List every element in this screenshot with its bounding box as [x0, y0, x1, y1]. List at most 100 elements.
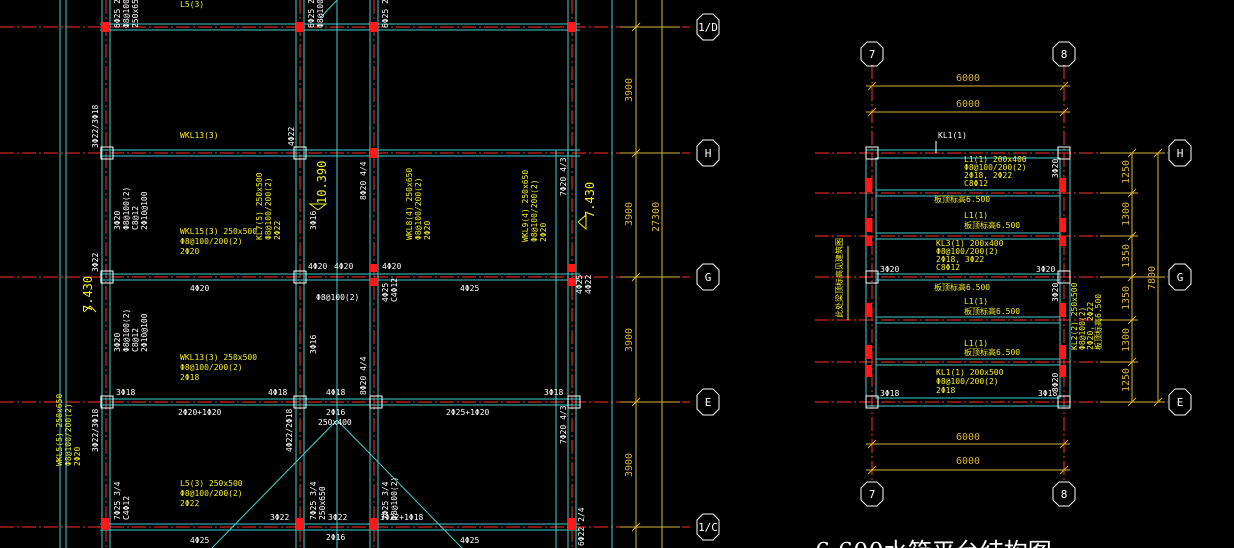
- beam-label-kl1-bottom: KL1(1) 200x500: [936, 368, 1004, 377]
- rebar-label: 3Φ22/3Φ18: [91, 408, 100, 452]
- rebar-label: 4Φ20: [382, 262, 401, 271]
- level-marker-7430-right: 7.430: [577, 182, 597, 231]
- dimension-3900-c: 3900: [624, 328, 635, 352]
- rebar-label: 3Φ22: [270, 513, 289, 522]
- rebar-label: 4Φ25: [575, 275, 584, 294]
- beam-label-wkl13-bottom-stirrup: Φ8@100/200(2): [180, 363, 243, 372]
- slab-level-label: 板顶标高6.500: [964, 220, 1020, 230]
- beam-label-kl3-stirrup: Φ8@100/200(2): [936, 247, 999, 256]
- rebar-label: 2Φ16: [326, 533, 345, 542]
- rebar-label: C8@12: [131, 206, 140, 230]
- rebar-label: Φ8@100(2): [122, 309, 131, 352]
- beam-label-l5: L5(3): [180, 0, 204, 9]
- beam-label-wkl13-bottom-bars: 2Φ18: [180, 373, 199, 382]
- rebar-label: 3Φ18: [116, 388, 135, 397]
- level-marker-10390: 10.390: [308, 161, 329, 211]
- rebar-label: 3Φ20: [1051, 159, 1060, 178]
- grid-label-g: G: [705, 271, 712, 284]
- grid-label-1c: 1/C: [698, 521, 718, 534]
- grid-label-8-bottom: 8: [1061, 488, 1068, 501]
- beam-top-level-note: 此处梁顶标高见建筑图: [834, 238, 844, 318]
- rebar-label: 4Φ20: [334, 262, 353, 271]
- dimension-right-1300b: 1300: [1121, 328, 1132, 352]
- left-beams: [59, 0, 613, 548]
- slab-level-label: 板顶标高6.500: [1093, 294, 1103, 350]
- right-vertical-axes: [871, 65, 1065, 482]
- left-annotations: L5(3) 6Φ25 2/4 Φ8@100 250x650 6Φ25 2/4 Φ…: [55, 0, 593, 546]
- beam-label-l1-d: L1(1): [964, 339, 988, 348]
- beam-label-l1-stirrup: Φ8@100/200(2): [964, 163, 1027, 172]
- beam-label-wkl8-bars: 2Φ20: [423, 221, 432, 240]
- grid-bubble-7-top: 7: [860, 41, 884, 67]
- beam-label-wkl13-bottom: WKL13(3) 250x500: [180, 353, 257, 362]
- grid-bubble-e-right: E: [1168, 388, 1192, 416]
- rebar-label: 2Φ10@100: [140, 191, 149, 230]
- rebar-label: Φ8@100(2): [122, 187, 131, 230]
- beam-label-l1-c: L1(1): [964, 297, 988, 306]
- rebar-label: 6Φ25 2/4: [381, 0, 390, 28]
- beam-label-l1-waist: C8Φ12: [964, 179, 988, 188]
- dimension-bottom-outer: 6000: [956, 456, 980, 467]
- beam-label-wkl9-stirrup: Φ8@100/200(2): [530, 179, 539, 242]
- right-columns: [865, 146, 1071, 409]
- beam-label-wkl5-stirrup: Φ8@100/200(2): [64, 403, 73, 466]
- rebar-label: C8@12: [131, 328, 140, 352]
- rebar-label: 250x650: [131, 0, 140, 28]
- beam-label-kl7: KL7(5) 250x500: [255, 172, 264, 240]
- slab-level-label: 板顶标高6.500: [934, 282, 990, 292]
- beam-label-wkl8-stirrup: Φ8@100/200(2): [414, 177, 423, 240]
- dimension-right-1350a: 1350: [1121, 244, 1132, 268]
- rebar-label: 4Φ25: [460, 284, 479, 293]
- grid-label-e-right: E: [1177, 396, 1184, 409]
- rebar-label: Φ8@100(2): [316, 293, 359, 302]
- beam-label-wkl8: WKL8(4) 250x650: [405, 168, 414, 240]
- beam-label-l5-bottom-bars: 2Φ22: [180, 499, 199, 508]
- beam-label-l5-bottom-stirrup: Φ8@100/200(2): [180, 489, 243, 498]
- beam-label-kl7-stirrup: Φ8@100/200(2): [264, 177, 273, 240]
- grid-label-7-bottom: 7: [869, 488, 876, 501]
- rebar-label: 6Φ25 2/4: [307, 0, 316, 28]
- beam-label-kl2-bars: 2Φ20, 2Φ22: [1086, 302, 1095, 350]
- drawing-title: 6.600水箱平台结构图: [815, 538, 1052, 548]
- dimension-top-outer: 6000: [956, 73, 980, 84]
- grid-label-1d: 1/D: [698, 21, 718, 34]
- grid-bubble-g: G: [696, 263, 720, 291]
- rebar-label: 3Φ20: [1051, 373, 1060, 392]
- beam-label-kl2-stirrup: Φ8@100(2): [1078, 307, 1087, 350]
- beam-label-wkl15-stirrup: Φ8@100/200(2): [180, 237, 243, 246]
- rebar-label: C4Φ12: [390, 278, 399, 302]
- rebar-label: 3Φ18: [544, 388, 563, 397]
- rebar-label: 3Φ16: [309, 211, 318, 230]
- dimension-3900-b: 3900: [624, 202, 635, 226]
- beam-label-wkl15-bars: 2Φ20: [180, 247, 199, 256]
- dimension-top-inner: 6000: [956, 99, 980, 110]
- left-plan: 3900 3900 3900 3900 27300 1/D H G E: [0, 0, 720, 548]
- beam-label-kl3-bars: 2Φ18, 3Φ22: [936, 255, 984, 264]
- left-grid-bubbles: 1/D H G E 1/C: [696, 13, 720, 541]
- dimension-right-total: 7800: [1147, 266, 1158, 290]
- rebar-label: 7Φ20 4/3: [559, 405, 568, 444]
- rebar-label: 3Φ18: [1038, 389, 1057, 398]
- rebar-label: 4Φ20: [308, 262, 327, 271]
- slab-level-label: 板顶标高6.500: [934, 194, 990, 204]
- rebar-label: 3Φ20: [113, 211, 122, 230]
- rebar-label: 3Φ20: [880, 265, 899, 274]
- rebar-label: C4Φ12: [122, 496, 131, 520]
- rebar-label: 4Φ18: [268, 388, 287, 397]
- rebar-label: 4Φ20: [190, 284, 209, 293]
- rebar-label: 7Φ25 3/4: [381, 481, 390, 520]
- rebar-label: 7Φ25 3/4: [309, 481, 318, 520]
- rebar-label: 4Φ25: [190, 536, 209, 545]
- dimension-bottom-inner: 6000: [956, 432, 980, 443]
- slab-level-label: 板顶标高6.500: [964, 347, 1020, 357]
- rebar-label: Φ8@100: [316, 0, 325, 28]
- rebar-label: 6Φ22 2/4: [577, 507, 586, 546]
- beam-label-kl3-waist: C8Φ12: [936, 263, 960, 272]
- dimension-3900-d: 3900: [624, 453, 635, 477]
- rebar-label: Φ8@100(2): [390, 477, 399, 520]
- left-columns: [100, 22, 581, 530]
- right-dimension-lines: [866, 81, 1165, 475]
- grid-bubble-e: E: [696, 388, 720, 416]
- rebar-label: 4Φ22: [287, 127, 296, 146]
